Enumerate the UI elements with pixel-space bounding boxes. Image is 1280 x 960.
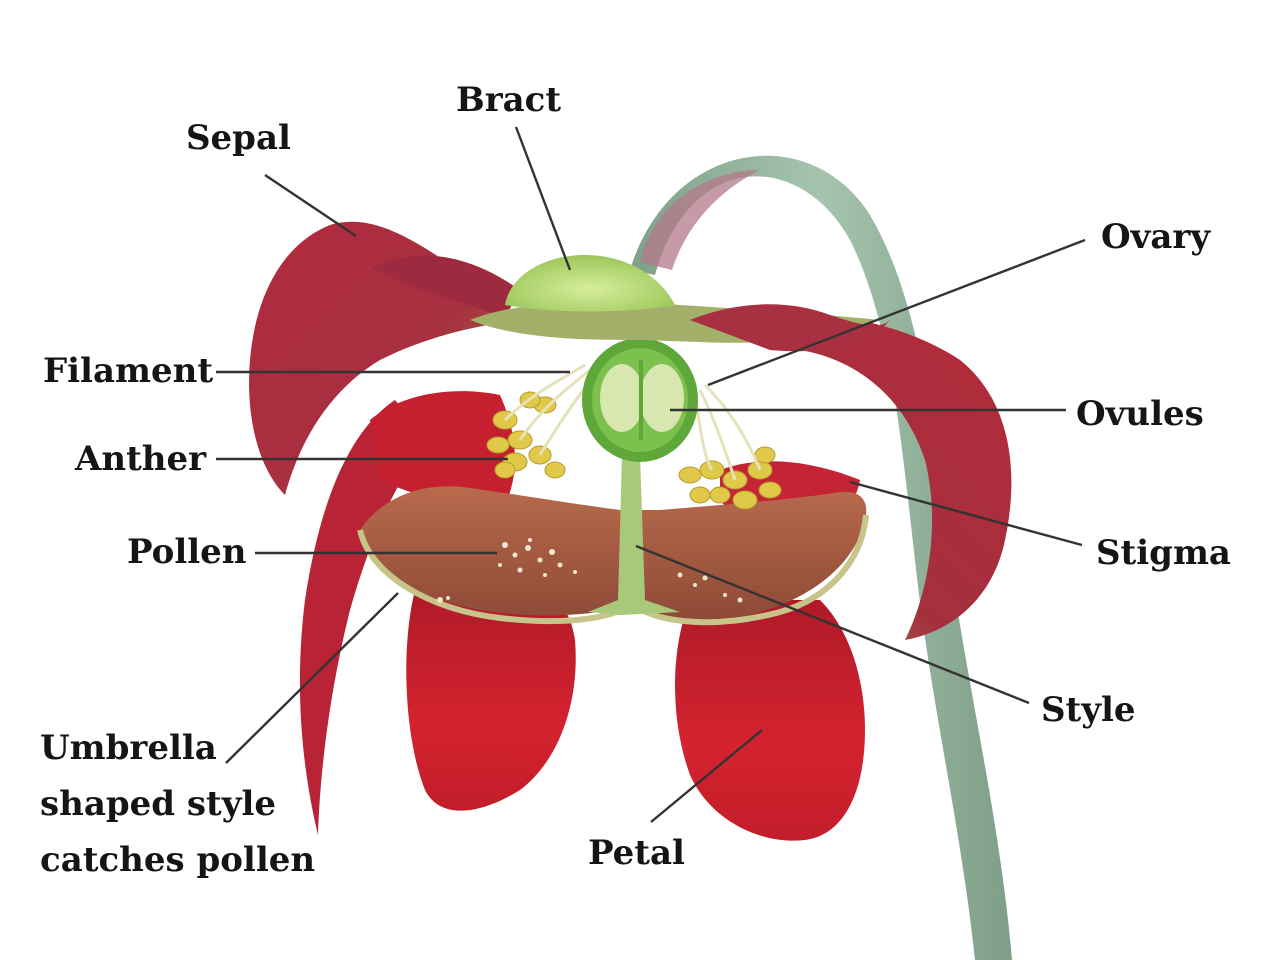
style-column	[588, 455, 680, 615]
pollen-grains	[437, 538, 743, 603]
label-petal: Petal	[588, 833, 685, 873]
leader-petal	[650, 729, 763, 823]
petal-right	[675, 600, 865, 841]
label-ovules: Ovules	[1076, 394, 1204, 434]
leader-sepal	[264, 174, 357, 237]
label-sepal: Sepal	[186, 118, 291, 158]
label-ovary: Ovary	[1101, 217, 1211, 257]
leader-bract	[514, 126, 572, 271]
label-umbrella-style: Umbrella shaped style catches pollen	[40, 720, 315, 888]
label-filament: Filament	[43, 351, 214, 391]
filaments	[503, 363, 762, 481]
label-style: Style	[1041, 690, 1136, 730]
ovule-right	[640, 364, 684, 432]
bract	[505, 255, 675, 312]
petal-tail-left	[299, 400, 430, 835]
label-pollen: Pollen	[127, 532, 247, 572]
sepal-top-right	[690, 304, 890, 352]
sepal-left-fold	[372, 255, 520, 318]
label-umbrella-line-3: catches pollen	[40, 840, 316, 880]
label-umbrella-line-1: Umbrella	[40, 728, 217, 768]
anthers-right	[678, 446, 782, 510]
anthers-left	[486, 391, 566, 479]
label-umbrella-line-2: shaped style	[40, 784, 277, 824]
leader-umbrella	[225, 592, 399, 764]
leader-lines	[216, 126, 1086, 823]
stem-neck	[640, 170, 760, 270]
inner-petal-left	[370, 391, 515, 515]
sepal-back-right	[700, 312, 1012, 640]
leader-stigma	[849, 480, 1083, 547]
label-bract: Bract	[456, 80, 562, 120]
leader-ovary	[707, 238, 1086, 387]
label-anther: Anther	[75, 439, 207, 479]
label-stigma: Stigma	[1096, 533, 1231, 573]
leader-style	[635, 544, 1030, 705]
ovule-left	[600, 364, 644, 432]
petal-left	[406, 590, 576, 811]
